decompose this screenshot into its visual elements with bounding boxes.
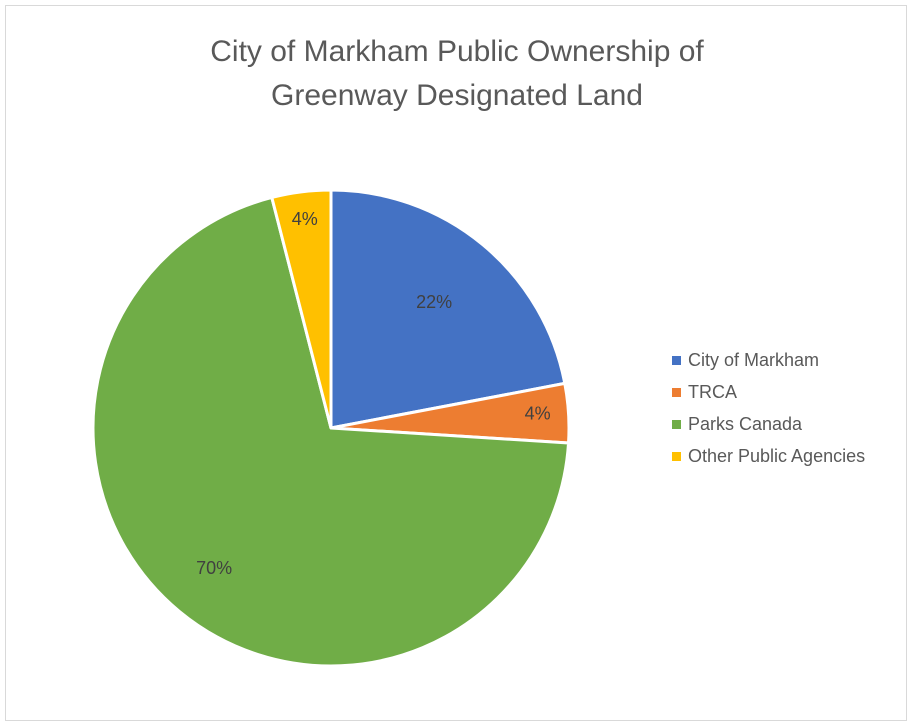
legend-swatch [672, 387, 681, 397]
legend-swatch [672, 451, 681, 461]
pie-slice-city-of-markham [329, 188, 567, 430]
legend-swatch [672, 419, 681, 429]
legend-item-parks-canada: Parks Canada [672, 408, 865, 440]
legend-label: Other Public Agencies [688, 445, 866, 466]
pie-slice-other-public-agencies [270, 188, 333, 430]
chart-title-line-2: Greenway Designated Land [271, 79, 643, 112]
chart-title: City of Markham Public Ownership of Gree… [0, 30, 914, 118]
legend-label: City of Markham [688, 349, 820, 370]
chart-title-line-1: City of Markham Public Ownership of [210, 35, 704, 68]
legend-item-trca: TRCA [672, 376, 865, 408]
data-label-city-of-markham: 22% [416, 292, 452, 312]
data-label-trca: 4% [525, 404, 551, 424]
data-label-other-public-agencies: 4% [292, 209, 318, 229]
legend-item-other-public-agencies: Other Public Agencies [672, 440, 865, 472]
pie-slice-parks-canada [91, 195, 571, 668]
legend-label: TRCA [688, 381, 737, 402]
legend-swatch [672, 355, 681, 365]
legend-item-city-of-markham: City of Markham [672, 344, 865, 376]
data-label-parks-canada: 70% [196, 558, 232, 578]
legend-label: Parks Canada [688, 413, 803, 434]
